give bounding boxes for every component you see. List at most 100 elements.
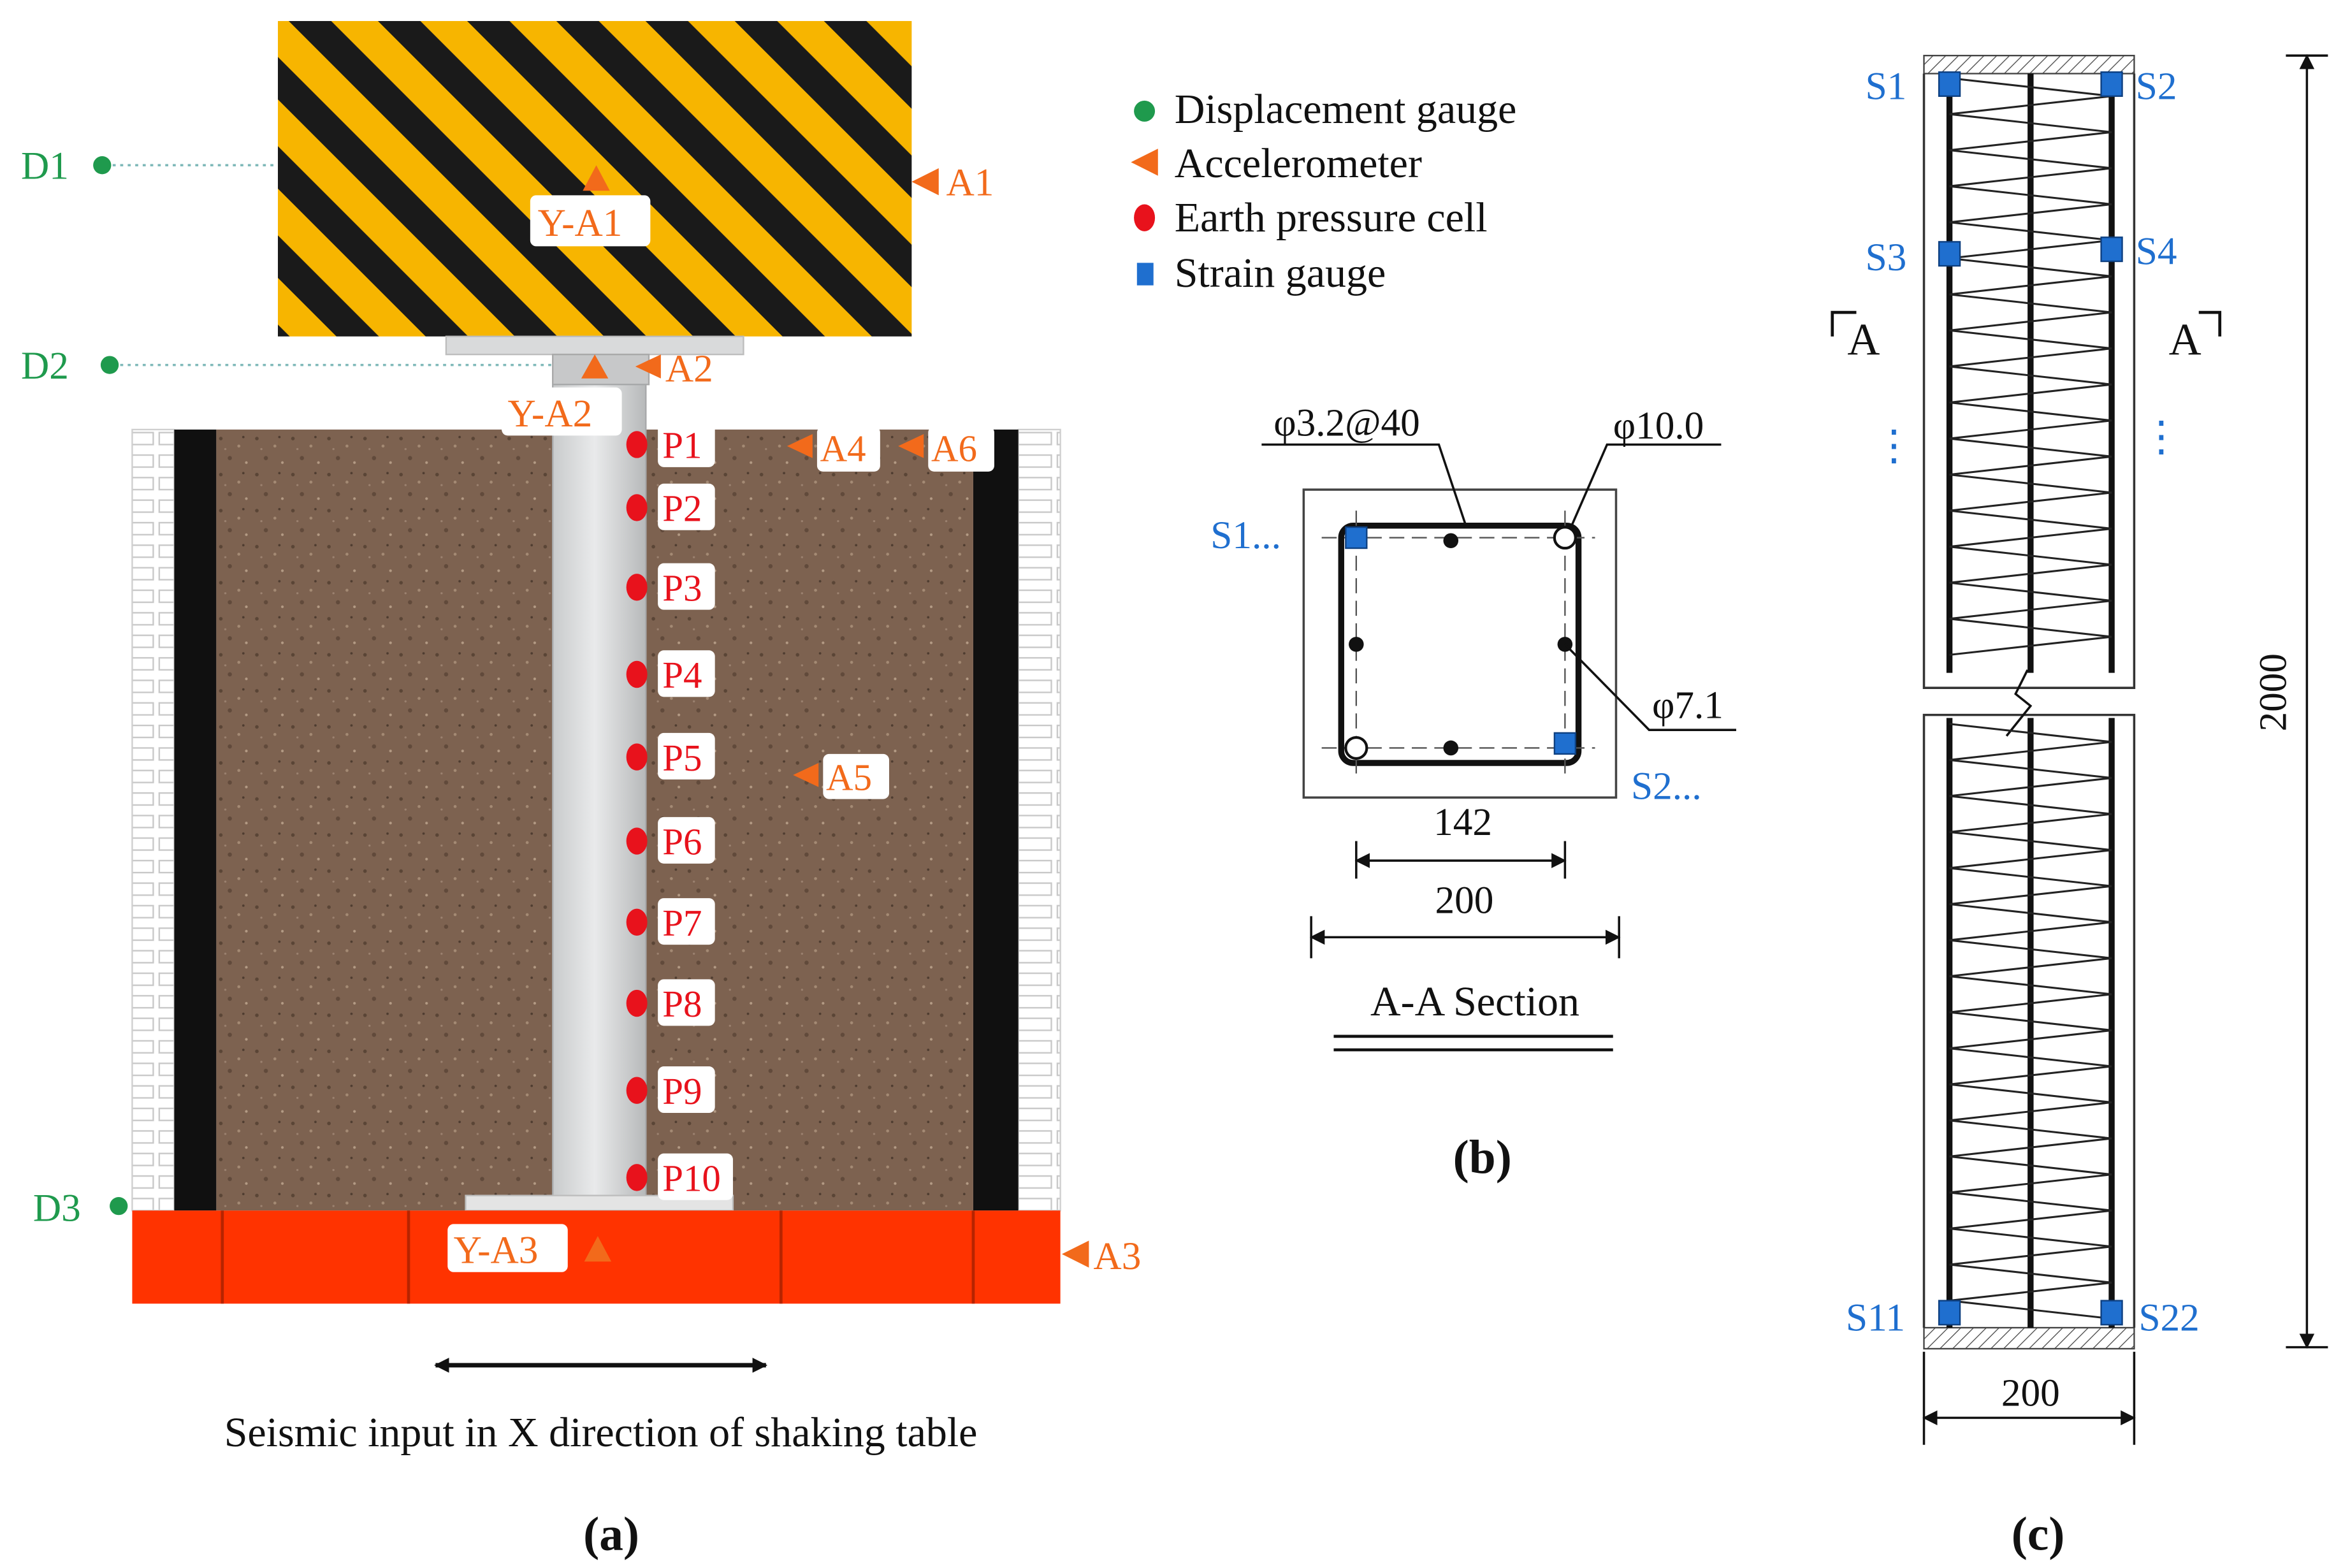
strain-gauge-s2-icon: [2100, 71, 2123, 97]
pressure-cell-icon: [626, 908, 648, 936]
pressure-cell-label: P1: [662, 425, 702, 467]
strain-gauge-s1-icon: [1938, 71, 1961, 97]
pressure-cell-icon: [626, 574, 648, 601]
caption-b: (b): [1453, 1131, 1512, 1184]
strain-gauge-s4-icon: [2100, 236, 2123, 263]
pressure-cell-label: P3: [662, 568, 702, 609]
pressure-cell-label-box: [658, 898, 715, 945]
a5-accelerometer-icon: [793, 763, 819, 787]
d2-gauge-icon: [100, 356, 119, 374]
section-title: A-A Section: [1370, 978, 1579, 1025]
bottom-end-cap: [1923, 1326, 2135, 1350]
section-mark-left-bracket: [1831, 310, 1857, 337]
pressure-cell-icon: [626, 743, 648, 771]
height-dim-value: 2000: [2251, 653, 2295, 732]
d1-label: D1: [21, 144, 69, 187]
section-mark-right-bracket: [2198, 310, 2222, 337]
green-dot-icon: [1134, 100, 1156, 122]
middle-bar-leader: [1564, 643, 1736, 731]
y-a1-label-box: [530, 195, 651, 247]
red-oval-icon: [1134, 204, 1156, 231]
pressure-cell-label: P7: [662, 903, 702, 944]
rebar-corner-tr: [1553, 525, 1577, 550]
pressure-cell-label-box: [658, 1153, 733, 1200]
ellipsis-left: ⋮: [1873, 423, 1915, 469]
panel-c: S1 S2 S3 S4 S11 S22 ⋮ ⋮ A A 2000 200 (c): [1831, 54, 2328, 1561]
pressure-cell-label: P8: [662, 984, 702, 1025]
rubber-liner-left: [174, 429, 217, 1211]
pressure-cell-label-box: [658, 817, 715, 864]
d3-label: D3: [33, 1187, 81, 1230]
y-a2-accelerometer-icon: [581, 354, 609, 379]
inner-dim-value: 142: [1433, 801, 1492, 844]
y-a1-accelerometer-icon: [583, 165, 610, 191]
d1-gauge-icon: [93, 156, 112, 175]
panel-b: φ3.2@40 φ10.0 φ7.1 S1... S2... 142 200 A…: [1210, 401, 1736, 1184]
a1-accelerometer-icon: [911, 168, 939, 196]
seismic-input-text: Seismic input in X direction of shaking …: [224, 1409, 978, 1456]
stirrup: [1338, 523, 1582, 766]
y-a3-label-box: [447, 1224, 568, 1272]
s22-label: S22: [2138, 1296, 2199, 1340]
strain-gauge-s1-icon: [1345, 526, 1368, 549]
legend: Displacement gauge Accelerometer Earth p…: [1131, 86, 1516, 296]
container-wall-right-frame: [1017, 428, 1061, 1212]
pile: [552, 384, 647, 1204]
section-mark-left: A: [1847, 315, 1880, 365]
width-dim-value: 200: [2001, 1372, 2060, 1415]
pressure-cell-label-box: [658, 979, 715, 1026]
legend-label-strain: Strain gauge: [1175, 250, 1386, 296]
pressure-cell-label-box: [658, 563, 715, 610]
strain-gauge-s2-icon: [1553, 732, 1577, 755]
pressure-cell-label-box: [658, 483, 715, 530]
corner-bar-label: φ10.0: [1613, 404, 1704, 447]
a4-accelerometer-icon: [787, 433, 813, 458]
pressure-cell-label: P5: [662, 737, 702, 779]
legend-label-displacement: Displacement gauge: [1175, 86, 1517, 133]
pile-outline-lower: [1922, 713, 2136, 1328]
pressure-cell-icon: [626, 1077, 648, 1104]
s11-label: S11: [1846, 1296, 1905, 1340]
pressure-cell-icon: [626, 989, 648, 1017]
stirrup-leader: [1261, 443, 1467, 526]
strain-gauge-s22-icon: [2100, 1300, 2123, 1326]
orange-triangle-icon: [1131, 149, 1158, 176]
pressure-cell-label-box: [658, 732, 715, 780]
spiral-stirrup-upper: [1949, 77, 2112, 656]
middle-bar-label: φ7.1: [1652, 683, 1723, 727]
pressure-cell-icon: [626, 660, 648, 688]
a4-label: A4: [820, 428, 866, 469]
a3-accelerometer-icon: [1061, 1240, 1089, 1268]
spiral-stirrup-lower: [1949, 723, 2112, 1320]
pressure-cell-label: P9: [662, 1071, 702, 1112]
pressure-cell-icon: [626, 827, 648, 855]
strain-left-label: S1...: [1210, 514, 1281, 557]
a1-label: A1: [947, 161, 994, 204]
a6-label-box: [928, 426, 994, 472]
strain-right-label: S2...: [1631, 765, 1702, 808]
pressure-cell-label: P6: [662, 822, 702, 863]
pressure-cell-icon: [626, 431, 648, 458]
blue-square-icon: [1136, 263, 1154, 286]
d3-gauge-icon: [110, 1196, 128, 1216]
legend-label-pressure: Earth pressure cell: [1175, 194, 1488, 241]
legend-label-accelerometer: Accelerometer: [1175, 140, 1422, 187]
rebar-left-mid: [1349, 637, 1364, 652]
stirrup-label: φ3.2@40: [1273, 401, 1420, 444]
rubber-liner-right: [973, 429, 1019, 1211]
a3-label: A3: [1093, 1235, 1141, 1278]
pressure-cell-icon: [626, 494, 648, 521]
a5-label-box: [823, 753, 890, 799]
s3-label: S3: [1866, 236, 1907, 279]
y-a2-label: Y-A2: [508, 392, 593, 435]
y-a3-label: Y-A3: [454, 1229, 539, 1272]
y-a1-label: Y-A1: [538, 201, 623, 245]
corner-bar-leader: [1570, 443, 1722, 528]
y-a2-label-box: [502, 387, 622, 436]
rebar-top-mid: [1443, 533, 1459, 549]
pressure-cell-label-box: [658, 1066, 715, 1114]
s1-label: S1: [1866, 65, 1907, 108]
s4-label: S4: [2136, 230, 2177, 273]
